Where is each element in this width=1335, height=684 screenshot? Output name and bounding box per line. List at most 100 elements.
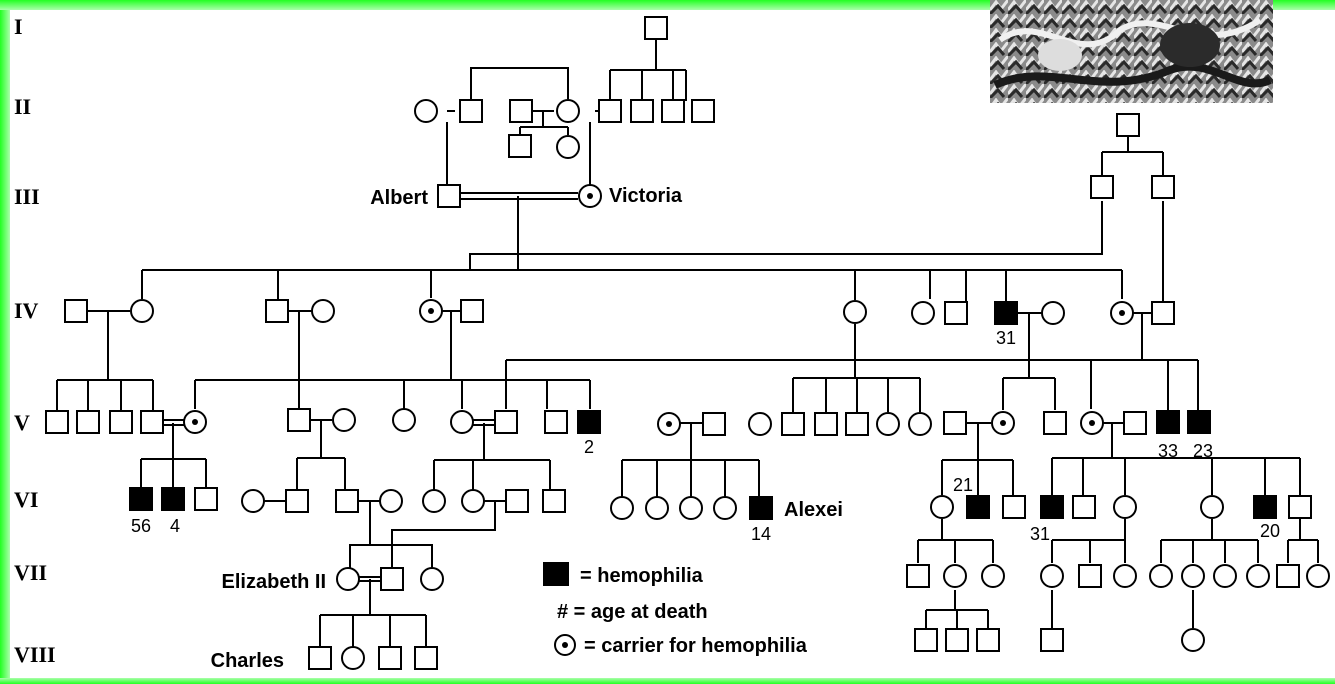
- albert-symbol: [437, 184, 461, 208]
- female-symbol: [1246, 564, 1270, 588]
- female-symbol: [943, 564, 967, 588]
- age-label: 33: [1158, 441, 1178, 461]
- age-label: 31: [996, 328, 1016, 348]
- male-symbol: [45, 410, 69, 434]
- male-symbol: [335, 489, 359, 513]
- male-symbol: [76, 410, 100, 434]
- male-symbol: [194, 487, 218, 511]
- female-symbol: [450, 410, 474, 434]
- female-symbol: [1181, 564, 1205, 588]
- affected-male-symbol: [161, 487, 185, 511]
- affected-male-symbol: [1040, 495, 1064, 519]
- male-symbol: [702, 412, 726, 436]
- female-symbol: [241, 489, 265, 513]
- male-symbol: [1116, 113, 1140, 137]
- female-symbol: [332, 408, 356, 432]
- pedigree-members: [45, 16, 1330, 670]
- name-alexei: Alexei: [784, 499, 843, 521]
- male-symbol: [691, 99, 715, 123]
- male-symbol: [1072, 495, 1096, 519]
- male-symbol: [265, 299, 289, 323]
- age-label: 20: [1260, 521, 1280, 541]
- generation-label: II: [14, 94, 31, 119]
- affected-male-symbol: [1187, 410, 1211, 434]
- male-symbol: [943, 411, 967, 435]
- female-symbol: [1213, 564, 1237, 588]
- female-symbol: [414, 99, 438, 123]
- male-symbol: [140, 410, 164, 434]
- male-symbol: [64, 299, 88, 323]
- affected-male-symbol: [994, 301, 1018, 325]
- male-symbol: [287, 408, 311, 432]
- male-symbol: [1043, 411, 1067, 435]
- female-symbol: [1306, 564, 1330, 588]
- female-symbol: [748, 412, 772, 436]
- male-symbol: [630, 99, 654, 123]
- male-symbol: [644, 16, 668, 40]
- generation-label: VIII: [14, 642, 56, 667]
- female-symbol: [908, 412, 932, 436]
- male-symbol: [285, 489, 309, 513]
- female-symbol: [1181, 628, 1205, 652]
- age-label: 23: [1193, 441, 1213, 461]
- female-symbol: [911, 301, 935, 325]
- female-symbol: [461, 489, 485, 513]
- male-symbol: [1078, 564, 1102, 588]
- affected-male-symbol: [966, 495, 990, 519]
- female-symbol: [610, 496, 634, 520]
- charles-symbol: [308, 646, 332, 670]
- male-symbol: [1151, 175, 1175, 199]
- pedigree-lines: [56, 39, 1319, 647]
- male-symbol: [1123, 411, 1147, 435]
- generation-label: IV: [14, 298, 39, 323]
- female-symbol: [556, 135, 580, 159]
- affected-male-symbol: [1156, 410, 1180, 434]
- age-label: 21: [953, 475, 973, 495]
- age-label: 56: [131, 516, 151, 536]
- elizabeth-symbol: [336, 567, 360, 591]
- female-symbol: [1040, 564, 1064, 588]
- male-symbol: [414, 646, 438, 670]
- female-symbol: [1113, 564, 1137, 588]
- male-symbol: [906, 564, 930, 588]
- female-symbol: [392, 408, 416, 432]
- female-symbol: [130, 299, 154, 323]
- male-symbol: [460, 299, 484, 323]
- male-symbol: [661, 99, 685, 123]
- generation-label: V: [14, 410, 30, 435]
- male-symbol: [509, 99, 533, 123]
- portrait-photo-icon: [990, 0, 1273, 103]
- generation-label: VII: [14, 560, 47, 585]
- green-frame-top: [0, 0, 1335, 10]
- person-names: Albert Victoria Alexei Elizabeth II Char…: [211, 185, 843, 672]
- male-symbol: [1276, 564, 1300, 588]
- name-charles: Charles: [211, 650, 284, 672]
- affected-male-symbol: [577, 410, 601, 434]
- generation-label: VI: [14, 487, 38, 512]
- female-symbol: [1041, 301, 1065, 325]
- name-albert: Albert: [370, 187, 428, 209]
- legend: = hemophilia # = age at death = carrier …: [543, 562, 808, 657]
- green-frame-left: [0, 0, 10, 684]
- legend-carrier: = carrier for hemophilia: [584, 635, 808, 657]
- affected-male-symbol: [129, 487, 153, 511]
- age-label: 31: [1030, 524, 1050, 544]
- male-symbol: [508, 134, 532, 158]
- legend-age-at-death: # = age at death: [557, 601, 708, 623]
- male-symbol: [378, 646, 402, 670]
- female-symbol: [341, 646, 365, 670]
- female-symbol: [930, 495, 954, 519]
- male-symbol: [598, 99, 622, 123]
- age-label: 14: [751, 524, 771, 544]
- name-elizabeth: Elizabeth II: [222, 571, 326, 593]
- male-symbol: [1090, 175, 1114, 199]
- male-symbol: [542, 489, 566, 513]
- generation-label: I: [14, 14, 23, 39]
- male-symbol: [494, 410, 518, 434]
- female-symbol: [379, 489, 403, 513]
- female-symbol: [679, 496, 703, 520]
- male-symbol: [459, 99, 483, 123]
- female-symbol: [1200, 495, 1224, 519]
- male-symbol: [814, 412, 838, 436]
